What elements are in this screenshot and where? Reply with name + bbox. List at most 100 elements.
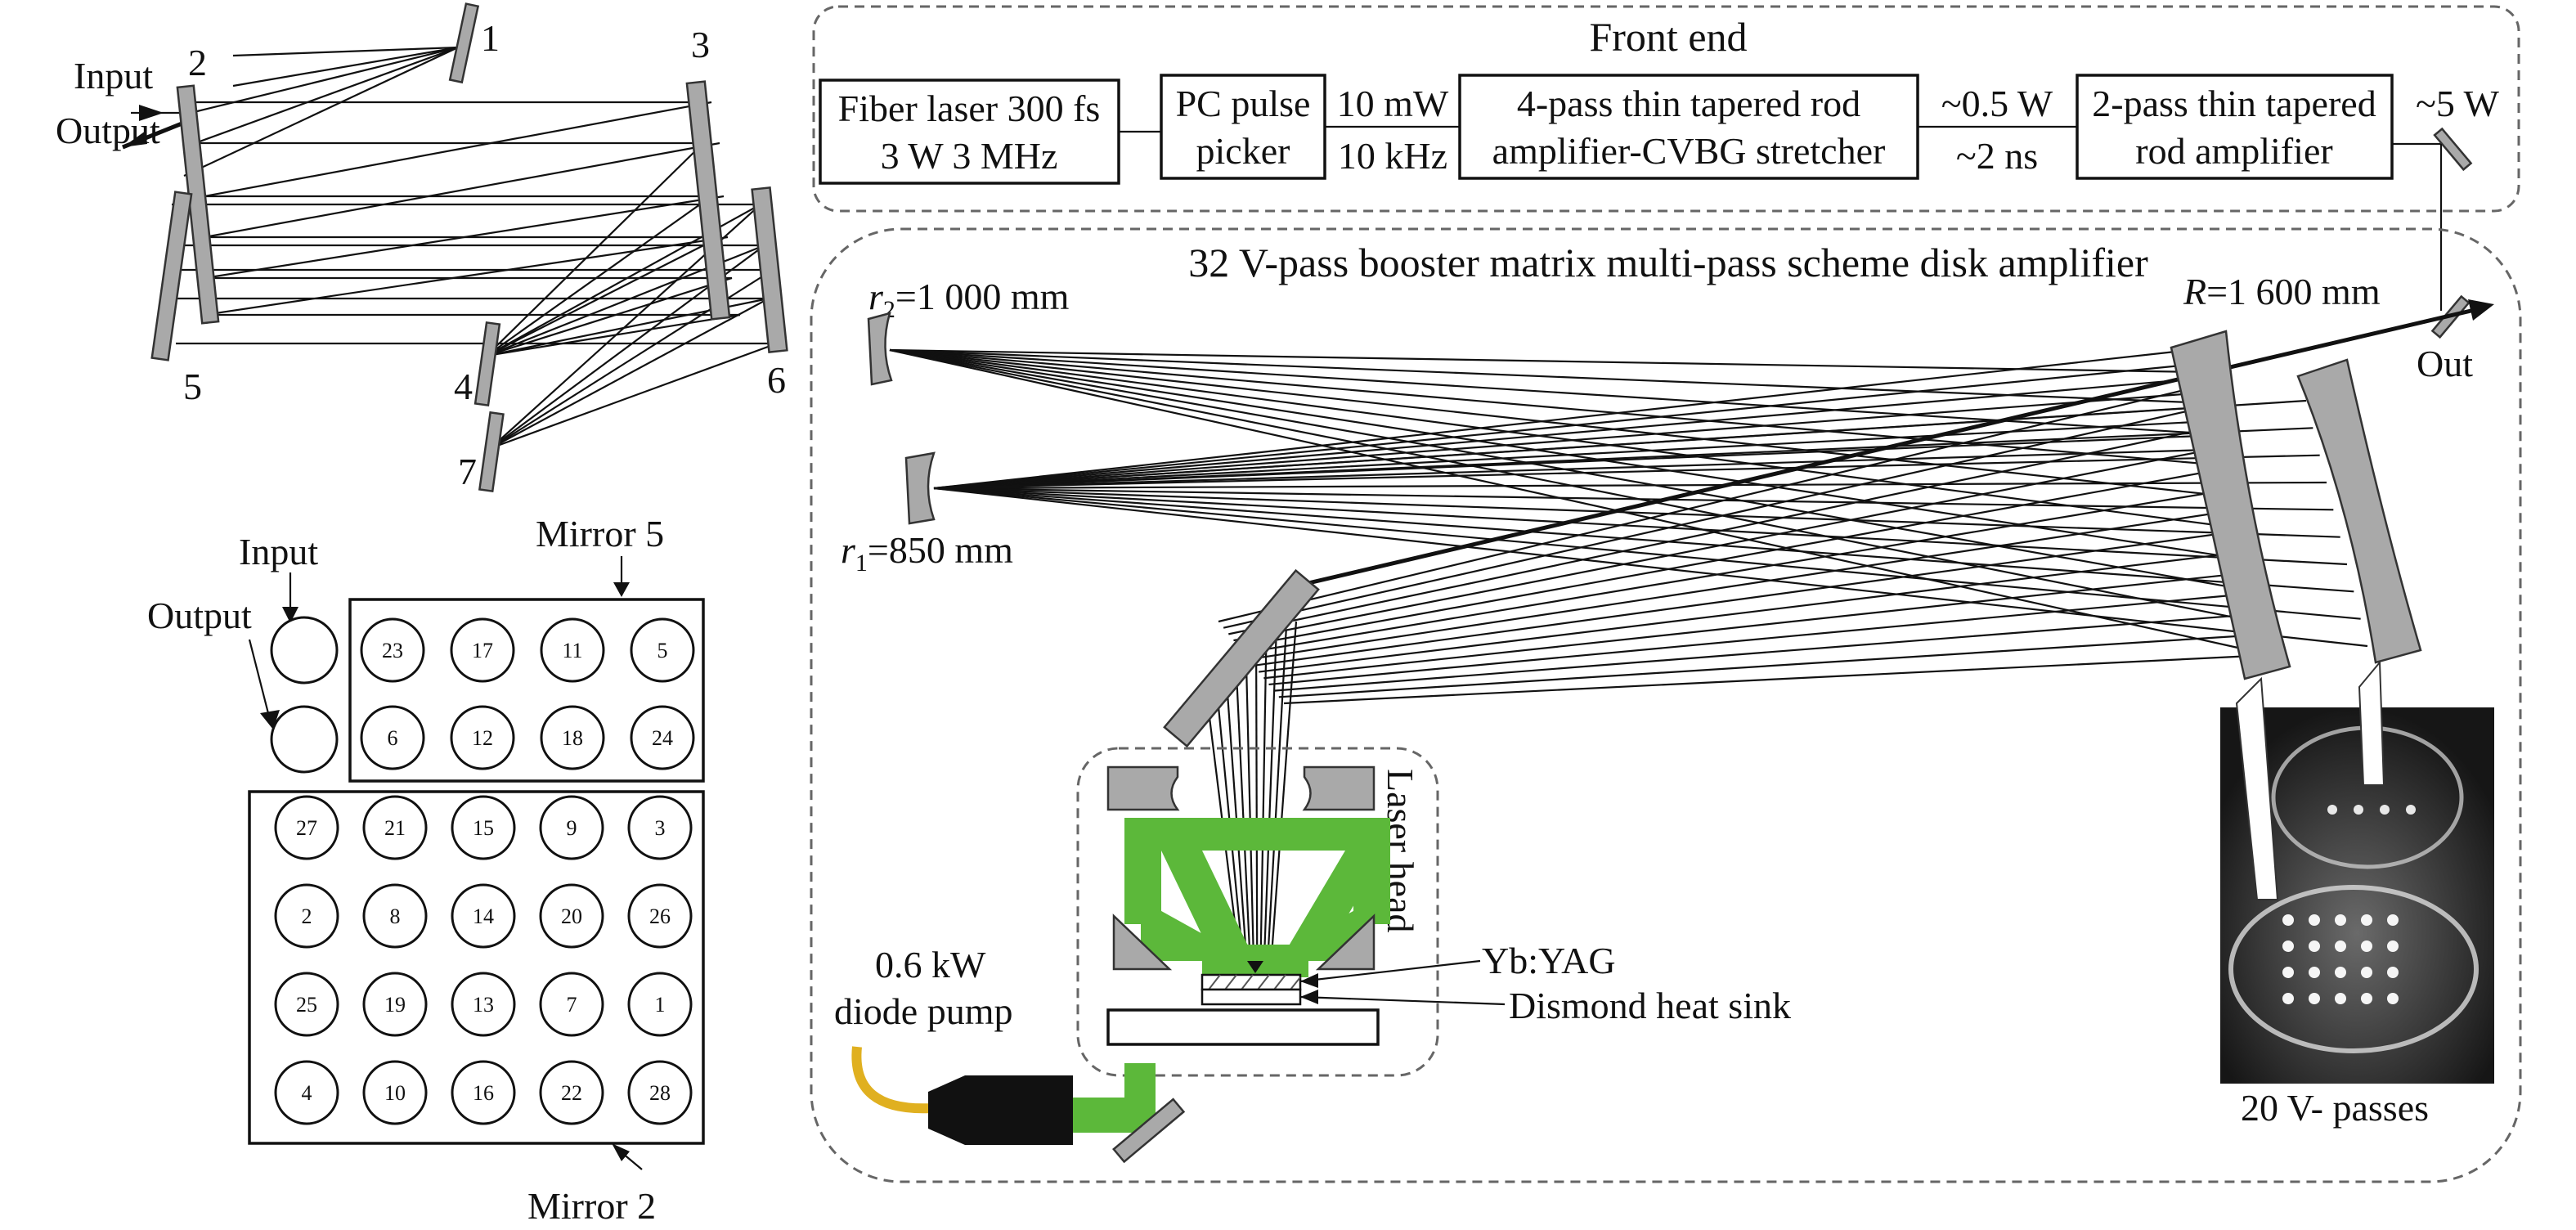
- mirror2-spot-circle: [539, 1060, 604, 1125]
- mirror2-spot-number: 25: [296, 993, 317, 1017]
- booster-beam: [1283, 653, 2287, 705]
- booster-beam: [889, 348, 2244, 621]
- fiber-laser-line1: Fiber laser 300 fs: [838, 88, 1101, 129]
- booster-beam: [933, 420, 2199, 490]
- booster-beam: [933, 379, 2185, 490]
- booster-beam: [1248, 508, 2245, 661]
- mirror5-spot-circle: [360, 705, 425, 770]
- pulse-picker-box: [1160, 74, 1326, 180]
- mirror2-spot-number: 13: [473, 993, 494, 1017]
- out-label: Out: [2417, 343, 2473, 384]
- booster-beam: [1273, 612, 2274, 692]
- booster-beam: [1243, 487, 2238, 654]
- mirror2-spot-circle: [362, 972, 428, 1037]
- r2-label: r2=1 000 mm: [868, 276, 1070, 323]
- booster-beam: [1263, 636, 1277, 956]
- booster-beam: [1278, 632, 2280, 698]
- booster-beam: [933, 454, 2320, 490]
- booster-beam: [1255, 652, 1259, 956]
- booster-beam: [1245, 660, 1254, 956]
- mirror2-spot-circle: [274, 883, 339, 949]
- pump-fold-mirror: [1112, 1098, 1186, 1164]
- mirror2-spot-circle: [451, 972, 516, 1037]
- mirror2-spot-number: 15: [473, 816, 494, 840]
- mirror2-spot-number: 2: [302, 905, 312, 928]
- head-prism-left: [1112, 914, 1173, 971]
- mirror-6: [751, 186, 788, 353]
- booster-beam: [933, 350, 2176, 490]
- multipass-beams: [122, 46, 778, 450]
- front-end-section: Front end Fiber laser 300 fs 3 W 3 MHz P…: [812, 5, 2520, 339]
- booster-beam: [1267, 629, 1287, 956]
- mirror2-spot-circle: [627, 972, 693, 1037]
- photo-spot: [2380, 805, 2390, 815]
- diode-pump: [928, 1075, 1073, 1145]
- mirror5-spot-number: 23: [382, 639, 403, 662]
- photo-spot: [2335, 993, 2346, 1004]
- multipass-input-label: Input: [74, 55, 153, 97]
- mirror2-spot-circle: [539, 795, 604, 860]
- mirror2-spot-circle: [451, 1060, 516, 1125]
- photo-spot: [2361, 914, 2372, 926]
- multipass-output-label: Output: [56, 110, 160, 151]
- mirror2-spot-circle: [362, 1060, 428, 1125]
- rod-amplifier-line2: rod amplifier: [2135, 130, 2332, 172]
- photo-spot: [2406, 805, 2416, 815]
- booster-beam: [1225, 676, 1247, 956]
- photo-spot: [2335, 940, 2346, 952]
- booster-beam: [889, 348, 2228, 527]
- mirror2-spot-circle: [539, 972, 604, 1037]
- mirror2-spot-number: 20: [561, 905, 582, 928]
- mirror5-spot-circle: [450, 705, 515, 770]
- yb-yag-label: Yb:YAG: [1482, 940, 1616, 981]
- mirror2-spot-number: 19: [384, 993, 406, 1017]
- stretcher-box: [1458, 74, 1919, 180]
- pulse-2ns: ~2 ns: [1956, 135, 2038, 177]
- grid-output-label: Output: [147, 595, 252, 636]
- mirror2-spot-circle: [274, 1060, 339, 1125]
- booster-beam: [933, 487, 2348, 566]
- booster-beam: [1253, 528, 2251, 667]
- photo-spot: [2327, 805, 2337, 815]
- mirror2-spot-number: 22: [561, 1081, 582, 1105]
- photo-spot: [2309, 940, 2320, 952]
- spot-photo: [2220, 660, 2494, 1084]
- booster-beam: [933, 487, 2334, 511]
- booster-section: 32 V-pass booster matrix multi-pass sche…: [810, 227, 2522, 1183]
- booster-beam: [889, 348, 2250, 652]
- mirror5-spot-number: 5: [657, 639, 668, 662]
- head-mirror-left: [1106, 765, 1180, 811]
- booster-beam: [889, 348, 2233, 559]
- heat-sink-label: Dismond heat sink: [1509, 985, 1791, 1026]
- photo-spot: [2309, 967, 2320, 978]
- booster-beam: [1235, 667, 1251, 956]
- power-5w: ~5 W: [2416, 83, 2500, 124]
- photo-spot: [2335, 914, 2346, 926]
- mirror2-spot-number: 26: [649, 905, 671, 928]
- photo-arrow-left: [2235, 676, 2279, 900]
- photo-spot: [2361, 993, 2372, 1004]
- mirror-3-label: 3: [691, 24, 710, 65]
- mirror-7-label: 7: [458, 451, 477, 492]
- photo-spot: [2282, 914, 2294, 926]
- booster-beam: [1233, 446, 2227, 642]
- mirror2-spot-circle: [274, 795, 339, 860]
- mirror2-spot-number: 8: [390, 905, 401, 928]
- pulse-picker-line1: PC pulse: [1176, 83, 1311, 124]
- mirror2-spot-circle: [362, 883, 428, 949]
- mirror5-spot-circle: [630, 617, 695, 683]
- photo-spot: [2361, 940, 2372, 952]
- mirror2-spot-number: 1: [655, 993, 666, 1017]
- R-label: R=1 600 mm: [2183, 271, 2381, 312]
- booster-beam: [889, 348, 2201, 374]
- mirror-R-front: [2170, 330, 2291, 680]
- booster-beam-fan: [889, 348, 2368, 956]
- booster-beam: [933, 487, 2361, 620]
- booster-beam: [933, 365, 2180, 490]
- mirror-r2: [867, 312, 893, 386]
- mirror2-spot-circle: [274, 972, 339, 1037]
- booster-beam: [1228, 424, 2220, 635]
- fiber-laser-line2: 3 W 3 MHz: [881, 135, 1058, 177]
